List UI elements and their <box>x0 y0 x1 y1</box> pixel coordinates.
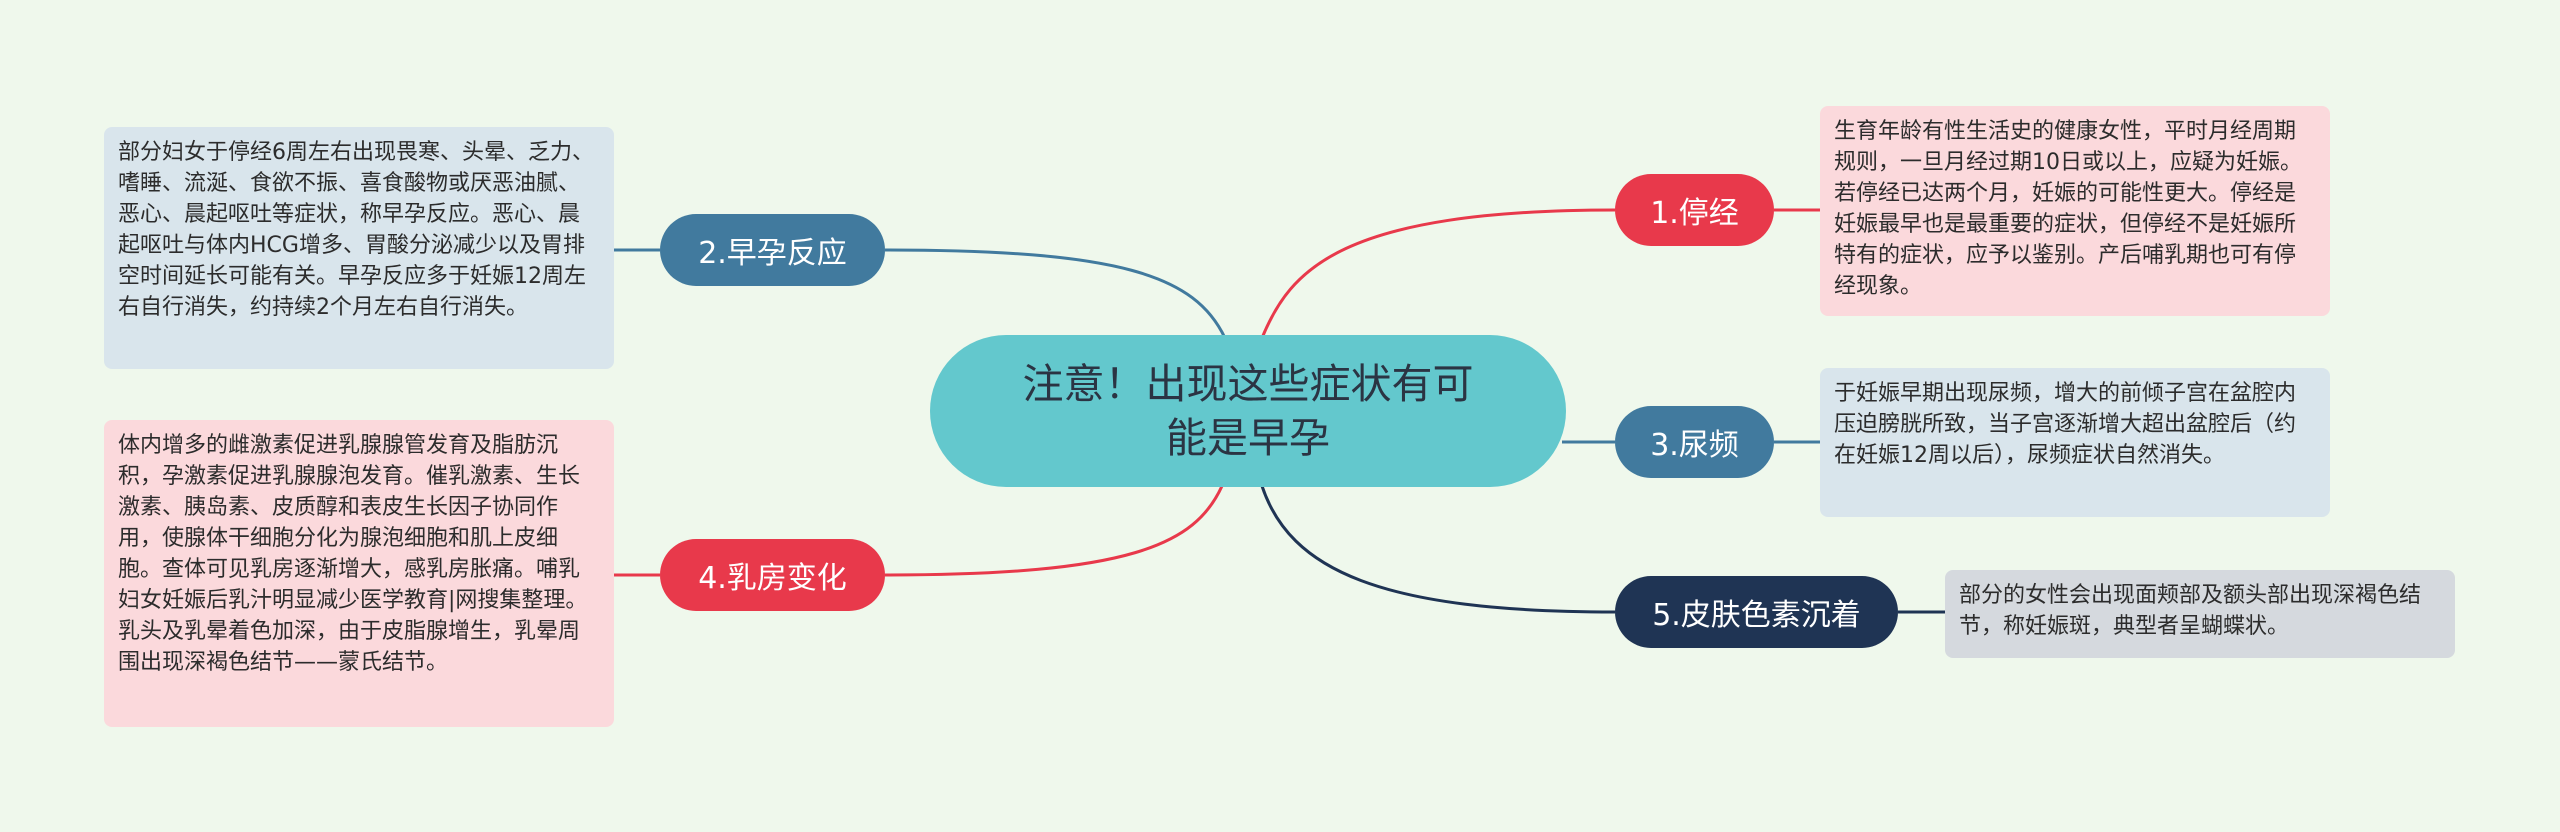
link-1 <box>1260 208 1616 339</box>
note-breast-changes-text: 体内增多的雌激素促进乳腺腺管发育及脂肪沉积，孕激素促进乳腺腺泡发育。催乳激素、生… <box>118 433 588 675</box>
branch-stop-menstruation-label: 1.停经 <box>1650 196 1739 231</box>
central-topic-label: 注意！出现这些症状有可能是早孕 <box>1022 360 1474 462</box>
note-skin-pigmentation: 部分的女性会出现面颊部及额头部出现深褐色结节，称妊娠斑，典型者呈蝴蝶状。 <box>1945 570 2455 658</box>
note-skin-pigmentation-text: 部分的女性会出现面颊部及额头部出现深褐色结节，称妊娠斑，典型者呈蝴蝶状。 <box>1959 583 2422 639</box>
note-stop-menstruation: 生育年龄有性生活史的健康女性，平时月经周期规则，一旦月经过期10日或以上，应疑为… <box>1820 106 2330 316</box>
branch-breast-changes[interactable]: 4.乳房变化 <box>660 539 885 611</box>
note-morning-sickness: 部分妇女于停经6周左右出现畏寒、头晕、乏力、嗜睡、流涎、食欲不振、喜食酸物或厌恶… <box>104 127 614 369</box>
link-2 <box>884 248 1227 339</box>
link-4 <box>884 485 1224 577</box>
note-stop-menstruation-text: 生育年龄有性生活史的健康女性，平时月经周期规则，一旦月经过期10日或以上，应疑为… <box>1834 119 2302 299</box>
central-topic[interactable]: 注意！出现这些症状有可能是早孕 <box>930 335 1566 487</box>
branch-stop-menstruation[interactable]: 1.停经 <box>1615 174 1774 246</box>
branch-morning-sickness-label: 2.早孕反应 <box>698 236 847 271</box>
note-morning-sickness-text: 部分妇女于停经6周左右出现畏寒、头晕、乏力、嗜睡、流涎、食欲不振、喜食酸物或厌恶… <box>118 140 594 320</box>
branch-frequent-urination-label: 3.尿频 <box>1650 428 1739 463</box>
branch-skin-pigmentation-label: 5.皮肤色素沉着 <box>1652 598 1861 633</box>
note-frequent-urination-text: 于妊娠早期出现尿频，增大的前倾子宫在盆腔内压迫膀胱所致，当子宫逐渐增大超出盆腔后… <box>1834 381 2297 468</box>
branch-skin-pigmentation[interactable]: 5.皮肤色素沉着 <box>1615 576 1898 648</box>
note-breast-changes: 体内增多的雌激素促进乳腺腺管发育及脂肪沉积，孕激素促进乳腺腺泡发育。催乳激素、生… <box>104 420 614 727</box>
branch-morning-sickness[interactable]: 2.早孕反应 <box>660 214 885 286</box>
link-5 <box>1260 485 1616 614</box>
branch-frequent-urination[interactable]: 3.尿频 <box>1615 406 1774 478</box>
branch-breast-changes-label: 4.乳房变化 <box>698 561 847 596</box>
note-frequent-urination: 于妊娠早期出现尿频，增大的前倾子宫在盆腔内压迫膀胱所致，当子宫逐渐增大超出盆腔后… <box>1820 368 2330 517</box>
